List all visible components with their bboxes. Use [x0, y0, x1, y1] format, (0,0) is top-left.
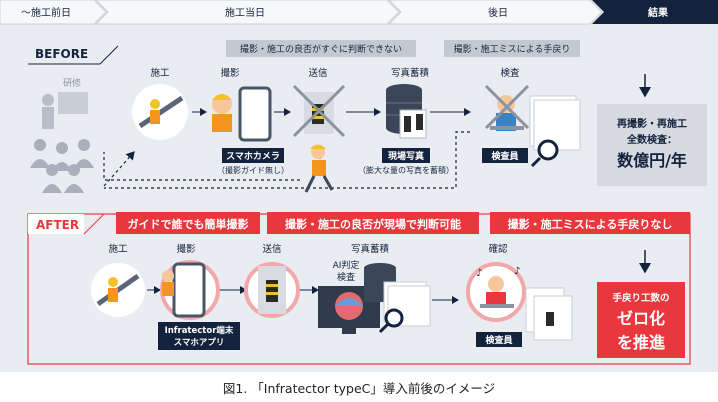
tag-smartphone-camera [222, 148, 284, 163]
before-step-store: 写真蓄積 [391, 67, 430, 79]
training-people-icon: 研修 [30, 77, 94, 193]
after-banner-rework [490, 212, 690, 234]
worker-construction-icon [132, 84, 188, 140]
after-banner-judge-text: 撮影・施工の良否が現場で判断可能 [285, 217, 461, 231]
before-banner-rework [444, 40, 580, 57]
before-step-inspect: 検査 [500, 67, 520, 79]
ai-label-2: 検査 [337, 271, 355, 283]
before-banner-rework-text: 撮影・施工ミスによる手戻り [454, 43, 571, 55]
after-step-construction: 施工 [108, 243, 128, 255]
tag-infratector-app [158, 322, 240, 350]
after-step-confirm: 確認 [488, 243, 508, 255]
after-label: AFTER [36, 218, 79, 232]
before-step-send: 送信 [308, 67, 327, 79]
tag-inspector-after [476, 332, 522, 347]
after-step-store: 写真蓄積 [351, 243, 390, 255]
timeline-step-result: 結果 [648, 6, 669, 19]
svg-text:♪: ♪ [476, 268, 482, 279]
after-banner-rework-text: 撮影・施工ミスによる手戻りなし [508, 217, 673, 231]
after-result-line1: 手戻り工数の [612, 292, 669, 304]
before-result-cost: 数億円/年 [617, 151, 687, 170]
after-section: AFTER ガイドで誰でも簡単撮影 撮影・施工の良否が現場で判断可能 撮影・施工… [27, 212, 691, 365]
after-result-box [597, 282, 685, 358]
ai-label-1: AI判定 [333, 259, 360, 271]
after-banner-judge [267, 212, 479, 234]
smartphone-icon [212, 86, 272, 142]
note-huge-photos: （膨大な量の写真を蓄積） [358, 165, 454, 175]
ai-monitor-icon [318, 263, 431, 334]
figure-caption: 図1. 「Infratector typeC」導入前後のイメージ [222, 381, 496, 396]
tag-smartphone-camera-text: スマホカメラ [226, 151, 280, 162]
after-step-shoot: 撮影 [176, 243, 196, 255]
diagram-svg: 〜施工前日 施工当日 後日 結果 BEFORE 研修 施工 撮影 送信 写真蓄積… [0, 0, 718, 365]
timeline-bar: 〜施工前日 施工当日 後日 結果 [0, 0, 718, 25]
before-step-shoot: 撮影 [220, 67, 240, 79]
before-banner-judge [226, 40, 416, 57]
timeline-step-before-day: 〜施工前日 [21, 6, 71, 19]
inspector-happy-icon: ♪ ♪ [466, 262, 573, 341]
timeline-step-later: 後日 [488, 6, 508, 19]
after-step-send: 送信 [262, 243, 281, 255]
database-icon [386, 84, 427, 139]
before-section: BEFORE 研修 施工 撮影 送信 写真蓄積 検査 撮影・施工の良否がすぐに判… [28, 40, 707, 193]
tag-app-line2: スマホアプリ [174, 337, 225, 348]
worker-construction-after-icon [91, 263, 145, 317]
tag-app-line1: Infratector端末 [165, 325, 234, 336]
smartphone-app-icon [160, 260, 220, 320]
after-banner-guide-text: ガイドで誰でも簡単撮影 [128, 217, 249, 231]
before-result-line1: 再撮影・再施工 [617, 117, 687, 130]
tag-site-photos-text: 現場写真 [388, 150, 424, 162]
tag-inspector-before-text: 検査員 [491, 150, 518, 162]
after-result-promote: を推進 [617, 333, 665, 352]
before-label: BEFORE [35, 47, 88, 61]
running-worker-icon [304, 144, 334, 193]
svg-text:♪: ♪ [514, 266, 520, 277]
note-no-guide: （撮影ガイド無し） [217, 165, 289, 175]
send-ok-icon [244, 262, 300, 318]
before-banner-judge-text: 撮影・施工の良否がすぐに判断できない [240, 43, 402, 55]
tag-inspector-after-text: 検査員 [485, 334, 512, 346]
after-banner-guide [116, 212, 260, 234]
inspector-stressed-icon [484, 84, 581, 168]
before-result-box [597, 104, 707, 186]
before-step-construction: 施工 [150, 67, 170, 79]
research-label: 研修 [63, 77, 81, 89]
before-result-line2: 全数検査： [626, 133, 677, 146]
timeline-step-construction-day: 施工当日 [225, 6, 265, 19]
send-cross-icon [292, 84, 346, 138]
tag-inspector-before [482, 148, 528, 163]
after-result-zero: ゼロ化 [617, 309, 665, 328]
diagram-panel: 〜施工前日 施工当日 後日 結果 BEFORE 研修 施工 撮影 送信 写真蓄積… [0, 0, 718, 372]
tag-site-photos [382, 148, 430, 163]
